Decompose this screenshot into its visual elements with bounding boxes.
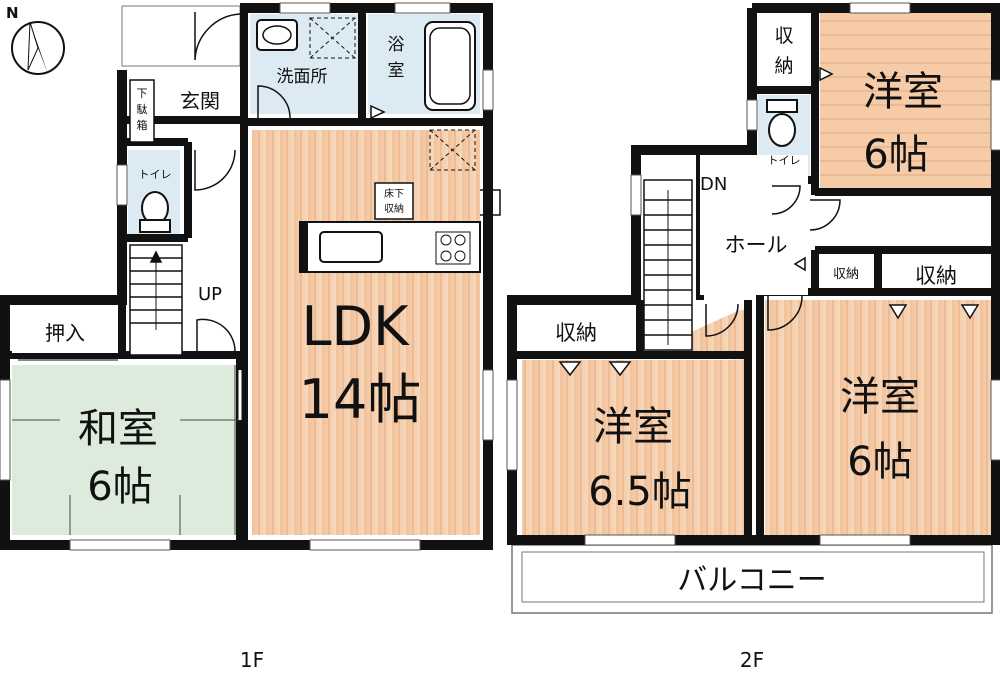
underfloor-label-1: 床下 <box>384 187 404 200</box>
storage-right-box <box>884 255 988 288</box>
washroom-label: 洗面所 <box>277 67 328 87</box>
toilet-2f-label: トイレ <box>768 154 801 167</box>
storage-top-label-1: 収 <box>774 25 793 47</box>
shoe-box-label-2: 駄 <box>137 102 148 116</box>
stairs-up-label: UP <box>198 284 222 305</box>
underfloor-hatch <box>429 129 476 171</box>
entrance-label: 玄関 <box>180 89 220 113</box>
washer-space <box>309 17 356 59</box>
porch <box>121 5 241 67</box>
stairs-2f <box>643 179 693 351</box>
western-ne-size-label: 6帖 <box>863 132 928 178</box>
compass: N <box>6 4 65 75</box>
toilet-2f-fixture <box>766 99 798 147</box>
closet-box <box>12 305 118 353</box>
japanese-room-floor <box>12 365 240 535</box>
western-sw-floor <box>522 360 748 535</box>
western-se-floor <box>765 300 992 535</box>
western-sw-name-label: 洋室 <box>593 404 673 450</box>
ldk-floor <box>252 130 480 535</box>
western-ne-floor <box>820 12 992 192</box>
stairs-1f <box>129 244 183 356</box>
sink <box>256 19 298 51</box>
western-se-size-label: 6帖 <box>847 439 912 485</box>
shoe-box <box>129 79 155 143</box>
ldk-size-label: 14帖 <box>299 368 422 431</box>
toilet-1f-label: トイレ <box>139 168 172 181</box>
bath-label-1: 浴 <box>388 35 405 55</box>
hall-label: ホール <box>725 233 788 257</box>
ldk-name-label: LDK <box>301 295 410 358</box>
western-ne-name-label: 洋室 <box>863 69 943 115</box>
floor-1-labels: 洗面所 浴 室 玄関 下 駄 箱 トイレ UP 床下 収納 LDK 14帖 押入… <box>45 35 421 672</box>
storage-left-box <box>520 305 632 351</box>
floor-2-caption: 2F <box>740 648 764 672</box>
hall-floor <box>700 155 808 295</box>
shoe-box-label-3: 箱 <box>137 118 148 132</box>
closet-label: 押入 <box>45 321 85 345</box>
storage-left-label: 収納 <box>555 321 597 345</box>
stairs-down-label: DN <box>700 174 727 195</box>
japanese-room-size-label: 6帖 <box>87 464 152 510</box>
storage-small-box <box>820 255 872 288</box>
storage-top-label-2: 納 <box>774 55 793 77</box>
floor-2-labels: 収 納 洋室 6帖 トイレ DN ホール 収納 収納 収納 洋室 6.5帖 洋室… <box>555 25 957 672</box>
toilet-1f-fixture <box>139 191 171 233</box>
western-sw-size-label: 6.5帖 <box>588 469 692 515</box>
bath-label-2: 室 <box>388 61 405 81</box>
storage-right-label: 収納 <box>915 264 957 288</box>
storage-top-box <box>758 14 810 86</box>
balcony-label: バルコニー <box>677 563 826 598</box>
underfloor-storage-box <box>374 182 414 220</box>
floor-1-caption: 1F <box>240 648 264 672</box>
floor-1: 洗面所 浴 室 玄関 下 駄 箱 トイレ UP 床下 収納 LDK 14帖 押入… <box>0 2 501 672</box>
shoe-box-label-1: 下 <box>137 87 148 100</box>
storage-small-label: 収納 <box>833 267 859 282</box>
bathtub <box>424 21 476 111</box>
underfloor-label-2: 収納 <box>384 202 404 215</box>
western-se-name-label: 洋室 <box>840 374 920 420</box>
kitchen-counter <box>299 221 481 273</box>
compass-north-label: N <box>6 4 19 22</box>
japanese-room-name-label: 和室 <box>78 406 158 452</box>
floor-2: 収 納 洋室 6帖 トイレ DN ホール 収納 収納 収納 洋室 6.5帖 洋室… <box>506 2 1000 672</box>
